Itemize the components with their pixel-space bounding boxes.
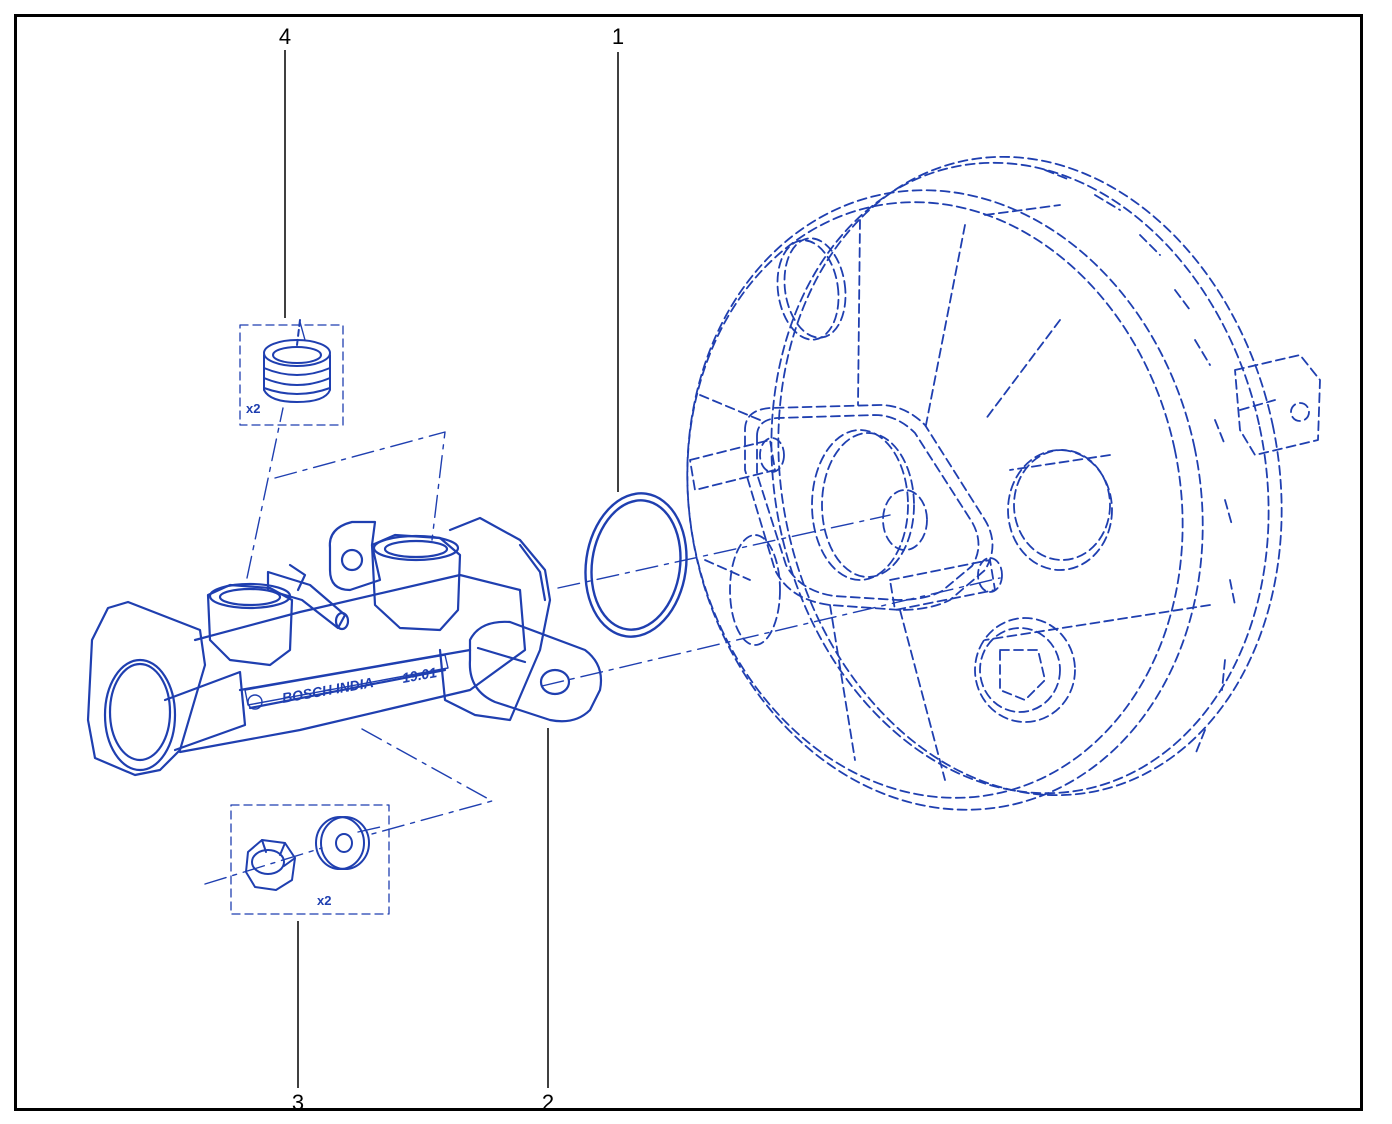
nut	[245, 839, 296, 891]
callout-1: 1	[612, 24, 624, 49]
callout-3: 3	[292, 1090, 304, 1115]
nut-washer-group	[230, 804, 390, 915]
master-cylinder	[86, 516, 603, 777]
assembly-guide-lines	[204, 321, 1001, 885]
callout-4: 4	[279, 24, 291, 49]
reservoir-seal	[263, 319, 331, 403]
callout-2: 2	[542, 1090, 554, 1115]
seal-quantity-label: x2	[246, 401, 260, 416]
nut-washer-quantity-label: x2	[317, 893, 331, 908]
casting-brand-text: BOSCH INDIA	[281, 674, 375, 706]
casting-code-text: 19.01	[401, 664, 438, 686]
reservoir-seal-group	[239, 319, 344, 426]
diagram-frame	[14, 14, 1363, 1111]
leader-lines	[284, 50, 619, 1088]
brake-booster	[686, 155, 1321, 811]
washer	[315, 816, 370, 870]
o-ring	[584, 492, 688, 638]
